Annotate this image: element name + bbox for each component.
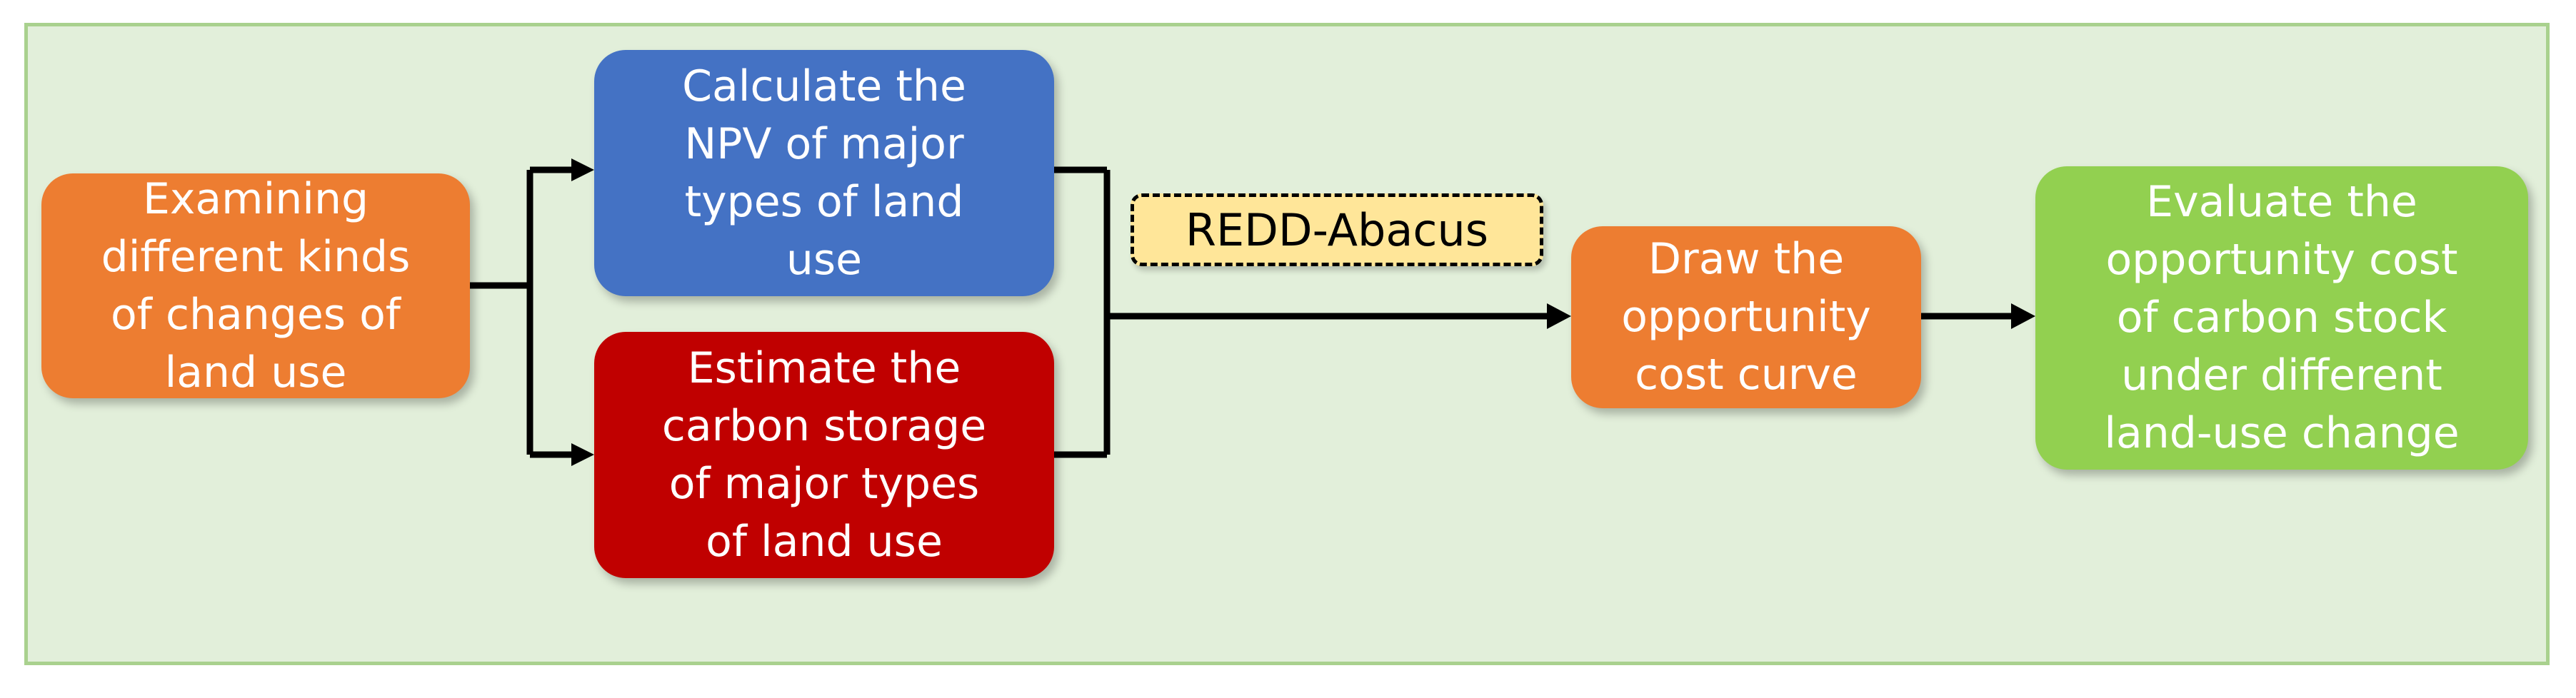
arrowhead-draw xyxy=(1547,303,1571,329)
node-examining-label: Examining different kinds of changes of … xyxy=(101,173,411,398)
node-estimate-carbon-storage: Estimate the carbon storage of major typ… xyxy=(594,332,1054,578)
node-evaluate-label: Evaluate the opportunity cost of carbon … xyxy=(2104,177,2460,458)
tool-label-text: REDD-Abacus xyxy=(1185,203,1489,256)
node-carbon-label: Estimate the carbon storage of major typ… xyxy=(661,343,987,567)
arrowhead-carbon xyxy=(571,443,594,466)
node-draw-cost-curve: Draw the opportunity cost curve xyxy=(1571,226,1921,408)
arrowhead-evaluate xyxy=(2011,303,2035,329)
node-evaluate-opportunity-cost: Evaluate the opportunity cost of carbon … xyxy=(2035,166,2528,470)
node-calculate-npv: Calculate the NPV of major types of land… xyxy=(594,50,1054,296)
arrowhead-npv xyxy=(571,158,594,181)
node-npv-label: Calculate the NPV of major types of land… xyxy=(682,61,966,285)
tool-label-redd-abacus: REDD-Abacus xyxy=(1131,193,1543,266)
node-examining-land-use-changes: Examining different kinds of changes of … xyxy=(41,173,470,398)
node-draw-label: Draw the opportunity cost curve xyxy=(1621,234,1871,400)
